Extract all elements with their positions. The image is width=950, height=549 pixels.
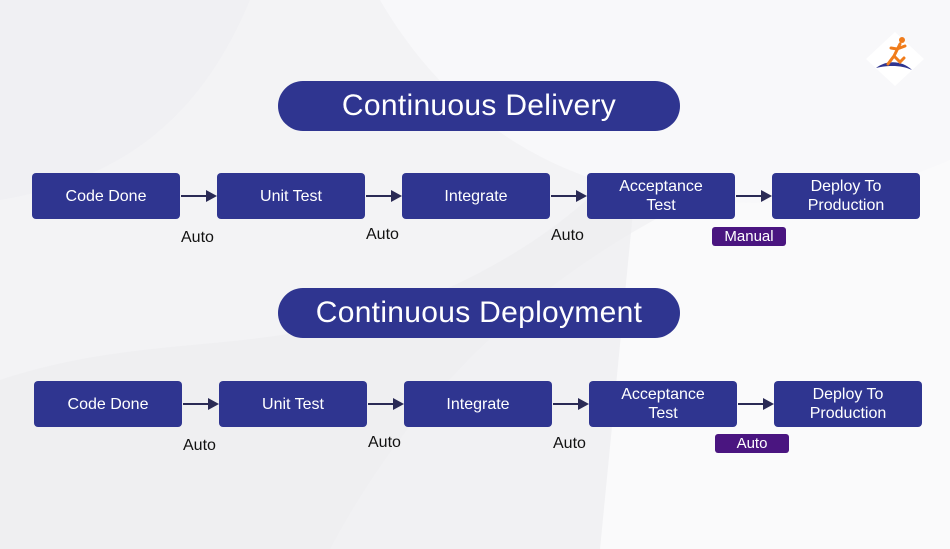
arrow-head-icon (206, 190, 217, 202)
deployment-arrow-1 (183, 397, 219, 411)
deployment-transition-label-3: Auto (553, 435, 586, 452)
deployment-step-deploy-to-production: Deploy To Production (774, 381, 922, 427)
delivery-transition-label-2: Auto (366, 226, 399, 243)
deployment-arrow-4 (738, 397, 774, 411)
section-title-continuous-delivery: Continuous Delivery (278, 81, 680, 131)
arrow-head-icon (578, 398, 589, 410)
delivery-transition-label-1: Auto (181, 229, 214, 246)
arrow-head-icon (393, 398, 404, 410)
deployment-step-code-done: Code Done (34, 381, 182, 427)
delivery-transition-badge-manual: Manual (712, 227, 786, 246)
deployment-step-integrate: Integrate (404, 381, 552, 427)
arrow-head-icon (576, 190, 587, 202)
delivery-arrow-4 (736, 189, 772, 203)
arrow-head-icon (763, 398, 774, 410)
leaping-person-logo-icon (866, 32, 924, 86)
arrow-head-icon (208, 398, 219, 410)
delivery-step-deploy-to-production: Deploy To Production (772, 173, 920, 219)
delivery-arrow-3 (551, 189, 587, 203)
deployment-step-unit-test: Unit Test (219, 381, 367, 427)
delivery-arrow-2 (366, 189, 402, 203)
delivery-step-integrate: Integrate (402, 173, 550, 219)
delivery-arrow-1 (181, 189, 217, 203)
delivery-transition-label-3: Auto (551, 227, 584, 244)
deployment-step-acceptance-test: Acceptance Test (589, 381, 737, 427)
deployment-transition-badge-auto: Auto (715, 434, 789, 453)
deployment-arrow-3 (553, 397, 589, 411)
delivery-step-unit-test: Unit Test (217, 173, 365, 219)
deployment-arrow-2 (368, 397, 404, 411)
brand-logo (864, 30, 926, 88)
deployment-transition-label-1: Auto (183, 437, 216, 454)
section-title-continuous-deployment: Continuous Deployment (278, 288, 680, 338)
deployment-transition-label-2: Auto (368, 434, 401, 451)
arrow-head-icon (391, 190, 402, 202)
delivery-step-acceptance-test: Acceptance Test (587, 173, 735, 219)
arrow-head-icon (761, 190, 772, 202)
delivery-step-code-done: Code Done (32, 173, 180, 219)
